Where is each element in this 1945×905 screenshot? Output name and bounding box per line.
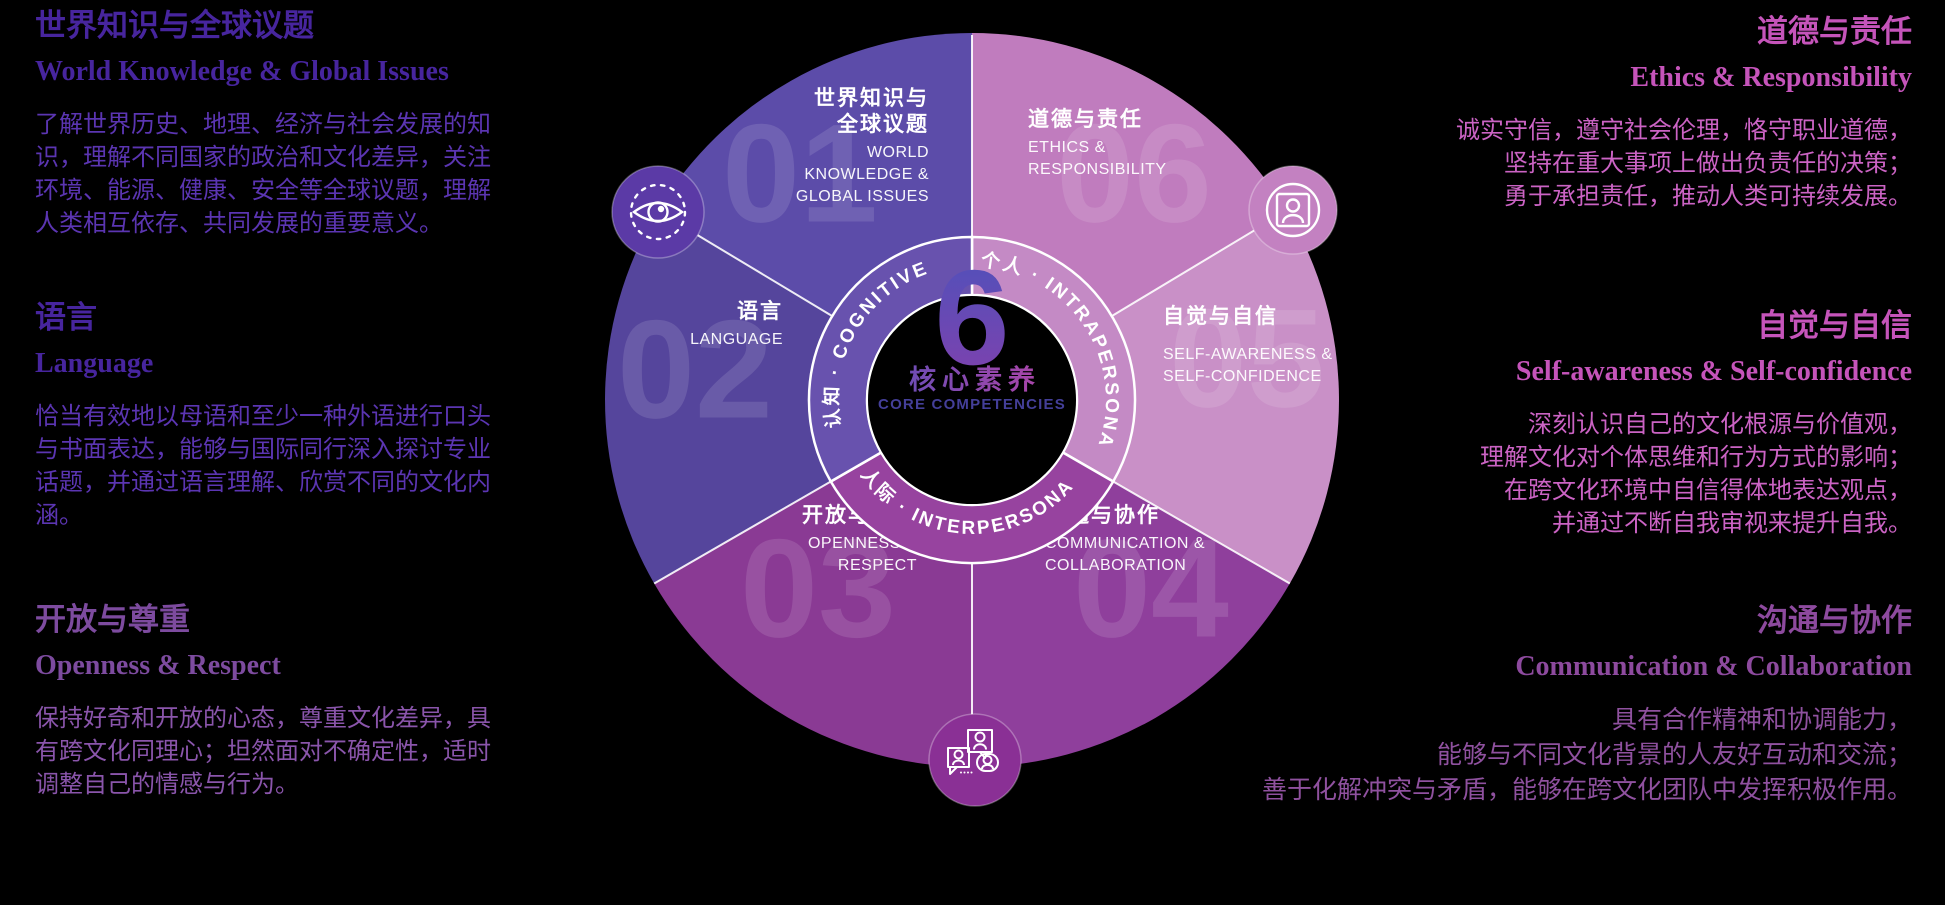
id-badge-icon	[1248, 165, 1338, 255]
segment-05-self-awareness	[972, 211, 1339, 584]
segment-05-label-en2: SELF-CONFIDENCE	[1163, 368, 1322, 385]
block-title-zh: 开放与尊重	[35, 602, 190, 637]
chat-dots	[960, 771, 973, 774]
watermark-04: 04	[1073, 510, 1229, 667]
block-title-en: World Knowledge & Global Issues	[35, 56, 449, 87]
segment-02-label-zh: 语言	[737, 299, 783, 323]
block-communication-collaboration: 沟通与协作 Communication & Collaboration 具有合作…	[1152, 603, 1912, 808]
block-body: 深刻认识自己的文化根源与价值观， 理解文化对个体思维和行为方式的影响； 在跨文化…	[1480, 411, 1912, 537]
block-openness-respect: 开放与尊重 Openness & Respect 保持好奇和开放的心态，尊重文化…	[35, 602, 595, 801]
block-body: 恰当有效地以母语和至少一种外语进行口头 与书面表达，能够与国际同行深入探讨专业 …	[35, 403, 491, 529]
watermark-06: 06	[1056, 95, 1212, 252]
segment-01-label-zh: 世界知识与	[814, 86, 929, 110]
block-title-zh: 道德与责任	[1757, 14, 1912, 49]
watermark-02: 02	[617, 291, 773, 448]
center-circle	[866, 294, 1078, 506]
segment-labels: 世界知识与 全球议题 WORLD KNOWLEDGE & GLOBAL ISSU…	[690, 86, 1332, 574]
segment-02-language	[605, 211, 972, 584]
block-body: 具有合作精神和协调能力， 能够与不同文化背景的人友好互动和交流； 善于化解冲突与…	[1261, 706, 1912, 804]
center-title-zh: 核心素养	[909, 364, 1041, 395]
segment-06-label-en: ETHICS &	[1028, 139, 1106, 156]
block-title-zh: 自觉与自信	[1757, 308, 1912, 343]
block-title-en: Communication & Collaboration	[1515, 651, 1912, 682]
block-self-awareness: 自觉与自信 Self-awareness & Self-confidence 深…	[1272, 308, 1912, 540]
chat-people-icon	[928, 713, 1022, 807]
block-title-zh: 世界知识与全球议题	[35, 8, 314, 43]
segment-05-label-zh: 自觉与自信	[1163, 304, 1278, 328]
segment-01-label-en3: GLOBAL ISSUES	[796, 188, 929, 205]
segment-03-label-en2: RESPECT	[838, 557, 917, 574]
block-title-zh: 沟通与协作	[1757, 603, 1912, 638]
block-title-en: Ethics & Responsibility	[1630, 62, 1912, 93]
block-title-zh: 语言	[35, 300, 97, 335]
segment-01-label-en2: KNOWLEDGE &	[804, 166, 929, 183]
segment-06-label-zh: 道德与责任	[1028, 107, 1143, 131]
center-title-en: CORE COMPETENCIES	[878, 396, 1066, 413]
segment-01-label-en: WORLD	[867, 144, 929, 161]
watermark-03: 03	[740, 510, 896, 667]
watermark-01: 01	[722, 95, 878, 252]
core-competencies-wheel: 01 06 02 05 03 04 世界知识与 全球议题 WORLD KNOWL…	[605, 33, 1339, 807]
block-body: 了解世界历史、地理、经济与社会发展的知 识，理解不同国家的政治和文化差异，关注 …	[35, 111, 491, 237]
block-body: 保持好奇和开放的心态，尊重文化差异，具 有跨文化同理心；坦然面对不确定性，适时 …	[35, 705, 491, 798]
block-title-en: Language	[35, 348, 154, 379]
block-title-en: Self-awareness & Self-confidence	[1515, 356, 1912, 387]
segment-04-label-en2: COLLABORATION	[1045, 557, 1186, 574]
block-world-knowledge: 世界知识与全球议题 World Knowledge & Global Issue…	[35, 8, 595, 240]
center-number: 6	[934, 242, 1009, 393]
block-language: 语言 Language 恰当有效地以母语和至少一种外语进行口头 与书面表达，能够…	[35, 300, 595, 532]
segment-02-label-en: LANGUAGE	[690, 331, 783, 348]
segment-04-label-en: COMMUNICATION &	[1045, 535, 1205, 552]
eye-icon	[611, 165, 705, 259]
block-ethics-responsibility: 道德与责任 Ethics & Responsibility 诚实守信，遵守社会伦…	[1272, 14, 1912, 213]
watermark-05: 05	[1169, 280, 1325, 437]
segment-01-label-zh2: 全球议题	[836, 112, 929, 136]
segment-05-label-en: SELF-AWARENESS &	[1163, 346, 1333, 363]
block-title-en: Openness & Respect	[35, 650, 281, 681]
block-body: 诚实守信，遵守社会伦理，恪守职业道德， 坚持在重大事项上做出负责任的决策； 勇于…	[1456, 117, 1912, 210]
segment-06-label-en2: RESPONSIBILITY	[1028, 161, 1167, 178]
